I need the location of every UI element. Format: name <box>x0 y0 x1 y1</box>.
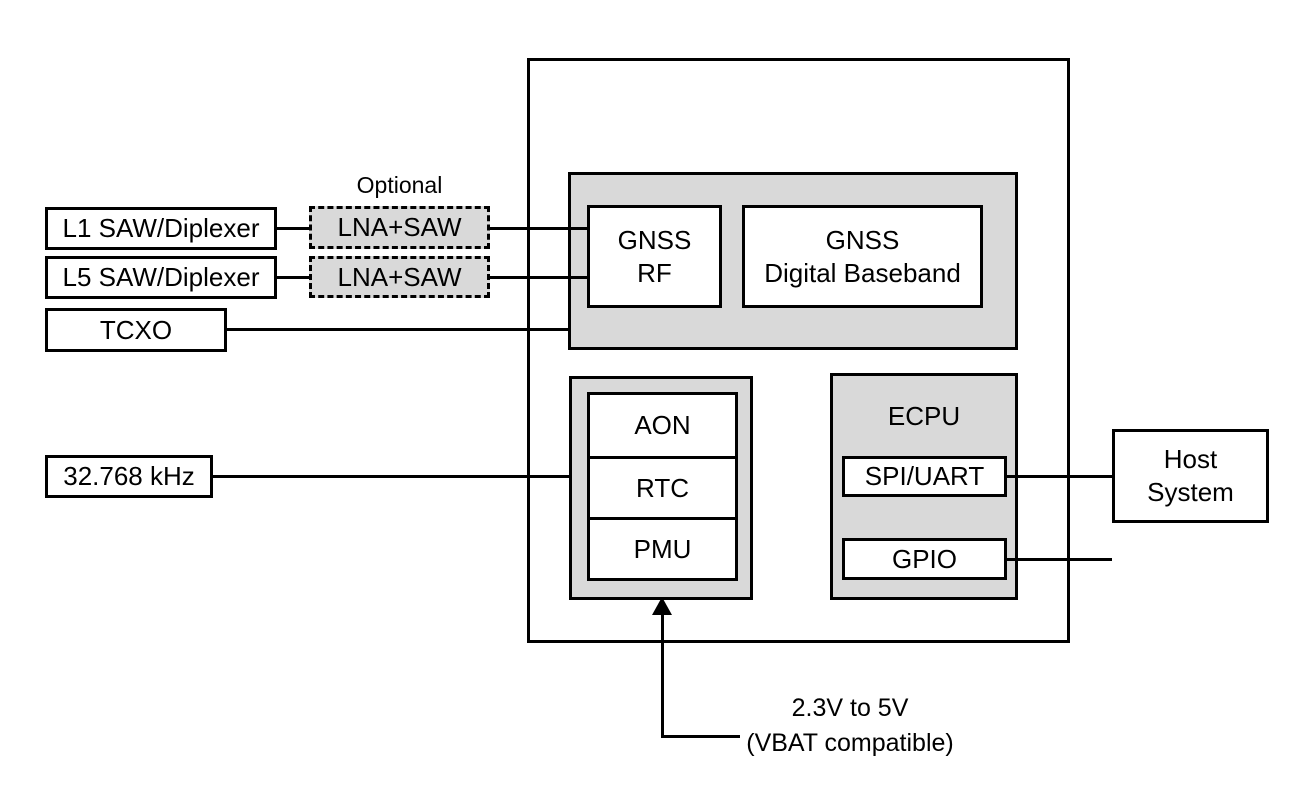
ecpu-label: ECPU <box>887 401 961 431</box>
gpio-box: GPIO <box>842 538 1007 580</box>
aon-box: AON <box>590 395 735 456</box>
connector-lna1-to-rf <box>490 227 590 230</box>
connector-spi-to-host <box>1007 475 1112 478</box>
power-arrowhead-icon <box>652 597 672 615</box>
pmu-box: PMU <box>590 517 735 578</box>
l1-saw-diplexer-label: L1 SAW/Diplexer <box>62 213 260 243</box>
gpio-label: GPIO <box>891 543 957 574</box>
spi-uart-box: SPI/UART <box>842 456 1007 497</box>
l5-saw-diplexer-box: L5 SAW/Diplexer <box>45 256 277 299</box>
lna-saw-2-label: LNA+SAW <box>337 261 462 292</box>
connector-l5-to-lna2 <box>277 276 309 279</box>
gnss-rf-box: GNSS RF <box>587 205 722 308</box>
rtc-box: RTC <box>590 456 735 517</box>
connector-gpio-out <box>1007 558 1112 561</box>
spi-uart-label: SPI/UART <box>864 461 985 491</box>
gnss-rf-label-line1: GNSS <box>617 224 692 255</box>
power-line-vertical <box>661 612 664 738</box>
power-annotation: 2.3V to 5V (VBAT compatible) <box>735 691 965 761</box>
lna-saw-1-box: LNA+SAW <box>309 206 490 249</box>
host-system-box: Host System <box>1112 429 1269 523</box>
connector-32k-to-rtc <box>213 475 572 478</box>
tcxo-box: TCXO <box>45 308 227 352</box>
host-system-label-line2: System <box>1147 477 1234 507</box>
power-annotation-line1: 2.3V to 5V <box>791 694 909 722</box>
connector-l1-to-lna1 <box>277 227 309 230</box>
l1-saw-diplexer-box: L1 SAW/Diplexer <box>45 207 277 250</box>
aon-label: AON <box>634 410 691 440</box>
aon-rtc-pmu-stack: AON RTC PMU <box>587 392 738 581</box>
xtal-32k-box: 32.768 kHz <box>45 455 213 498</box>
tcxo-label: TCXO <box>99 314 173 345</box>
lna-saw-2-box: LNA+SAW <box>309 256 490 298</box>
connector-lna2-to-rf <box>490 276 590 279</box>
power-annotation-line2: (VBAT compatible) <box>746 729 954 757</box>
pmu-label: PMU <box>633 533 692 564</box>
gnss-baseband-label-line1: GNSS <box>825 224 900 255</box>
connector-tcxo-to-chip <box>227 328 571 331</box>
power-line-horizontal <box>662 735 740 738</box>
host-system-label-line1: Host <box>1163 444 1218 474</box>
l5-saw-diplexer-label: L5 SAW/Diplexer <box>62 262 260 292</box>
rtc-label: RTC <box>636 472 689 503</box>
lna-saw-1-label: LNA+SAW <box>337 212 462 242</box>
gnss-baseband-box: GNSS Digital Baseband <box>742 205 983 308</box>
gnss-rf-label-line2: RF <box>637 257 672 288</box>
optional-label: Optional <box>356 172 443 198</box>
gnss-baseband-label-line2: Digital Baseband <box>764 257 961 288</box>
xtal-32k-label: 32.768 kHz <box>63 461 195 491</box>
